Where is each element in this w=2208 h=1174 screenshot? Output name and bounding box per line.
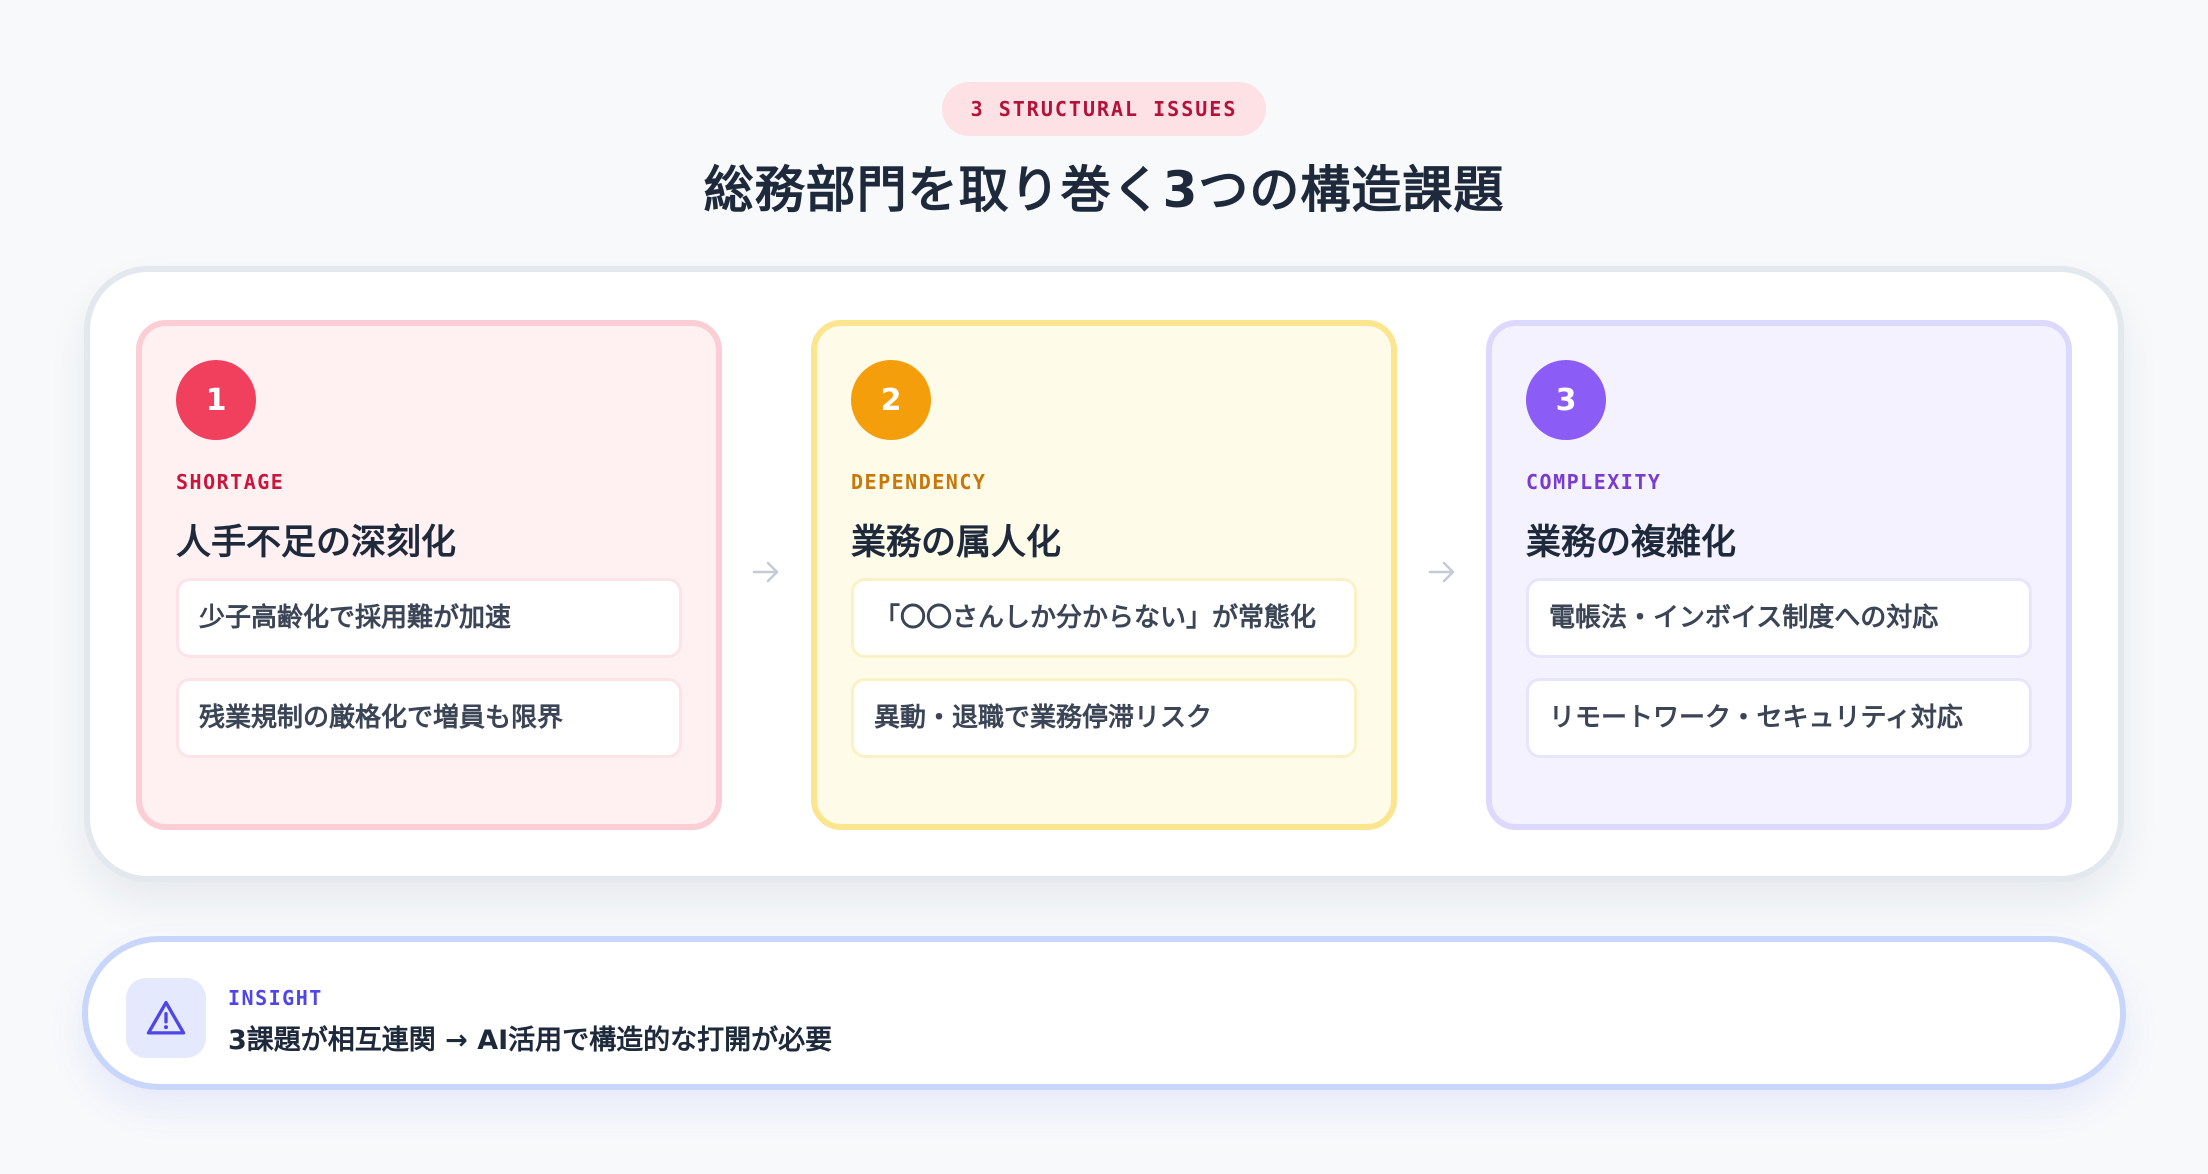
- page-title: 総務部門を取り巻く3つの構造課題: [703, 161, 1505, 219]
- issue-item-list: 「〇〇さんしか分からない」が常態化 異動・退職で業務停滞リスク: [851, 578, 1357, 778]
- insight-text: 3課題が相互連関 → AI活用で構造的な打開が必要: [228, 1025, 833, 1056]
- issue-tag: COMPLEXITY: [1526, 470, 1662, 494]
- issue-title: 業務の複雑化: [1526, 523, 1737, 563]
- issue-item: 残業規制の厳格化で増員も限界: [176, 678, 682, 758]
- section-eyebrow-badge: 3 STRUCTURAL ISSUES: [942, 82, 1266, 136]
- issue-number-badge: 1: [176, 360, 256, 440]
- issue-number-badge: 2: [851, 360, 931, 440]
- issue-item: リモートワーク・セキュリティ対応: [1526, 678, 2032, 758]
- warning-triangle-icon: [126, 978, 206, 1058]
- issue-item-list: 少子高齢化で採用難が加速 残業規制の厳格化で増員も限界: [176, 578, 682, 778]
- issue-title: 業務の属人化: [851, 523, 1062, 563]
- issue-item: 「〇〇さんしか分からない」が常態化: [851, 578, 1357, 658]
- insight-label: INSIGHT: [228, 986, 323, 1010]
- issue-card-complexity: 3 COMPLEXITY 業務の複雑化 電帳法・インボイス制度への対応 リモート…: [1486, 320, 2072, 830]
- issue-title: 人手不足の深刻化: [176, 523, 457, 563]
- issue-tag: DEPENDENCY: [851, 470, 987, 494]
- issue-item: 電帳法・インボイス制度への対応: [1526, 578, 2032, 658]
- issue-item: 少子高齢化で採用難が加速: [176, 578, 682, 658]
- arrow-right-icon: [1428, 561, 1455, 583]
- issue-card-shortage: 1 SHORTAGE 人手不足の深刻化 少子高齢化で採用難が加速 残業規制の厳格…: [136, 320, 722, 830]
- issue-tag: SHORTAGE: [176, 470, 285, 494]
- issue-item: 異動・退職で業務停滞リスク: [851, 678, 1357, 758]
- issue-card-dependency: 2 DEPENDENCY 業務の属人化 「〇〇さんしか分からない」が常態化 異動…: [811, 320, 1397, 830]
- issue-number-badge: 3: [1526, 360, 1606, 440]
- insight-callout: INSIGHT 3課題が相互連関 → AI活用で構造的な打開が必要: [82, 936, 2126, 1090]
- arrow-right-icon: [752, 561, 779, 583]
- issue-item-list: 電帳法・インボイス制度への対応 リモートワーク・セキュリティ対応: [1526, 578, 2032, 778]
